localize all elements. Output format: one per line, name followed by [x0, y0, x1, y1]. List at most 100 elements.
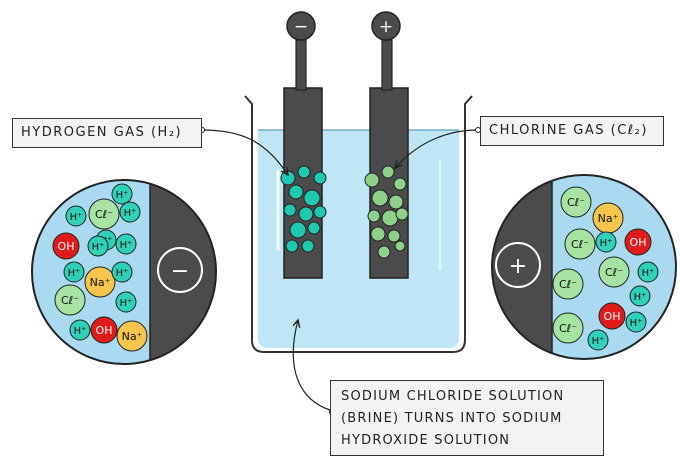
cl-ion-label: Cℓ⁻ — [559, 278, 577, 291]
h-ion — [625, 311, 647, 333]
hydrogen-bubble — [313, 171, 327, 185]
chlorine-bubble — [367, 209, 381, 223]
cl-ion — [564, 228, 596, 260]
h-ion — [119, 201, 141, 223]
chlorine-bubble — [388, 194, 404, 210]
zoom-plus-icon — [495, 242, 541, 288]
beaker-outline — [244, 95, 473, 353]
h-ion-label: H⁺ — [116, 268, 129, 279]
chlorine-bubbles — [364, 165, 409, 259]
hydrogen-pointer — [201, 129, 288, 175]
oh-ion-label: OH — [96, 324, 113, 337]
h-ion — [587, 329, 609, 351]
h-ion-label: H⁺ — [120, 298, 133, 309]
h-ion — [115, 233, 137, 255]
cl-ion — [560, 186, 592, 218]
zoom-plus-symbol: + — [509, 254, 527, 279]
cl-ion-label: Cℓ⁻ — [605, 266, 623, 279]
cl-ion — [88, 198, 120, 230]
cl-ion-label: Cℓ⁻ — [567, 196, 585, 209]
na-ion — [84, 266, 116, 298]
hydrogen-bubble — [297, 165, 311, 179]
na-ion-label: Na⁺ — [598, 212, 619, 225]
h-ion — [87, 235, 109, 257]
oh-ion — [52, 232, 80, 260]
h-ion-label: H⁺ — [120, 240, 133, 251]
chlorine-bubble — [377, 245, 391, 259]
h-ion — [69, 319, 91, 341]
oh-ion — [624, 228, 652, 256]
hydrogen-bubble — [280, 170, 296, 186]
chlorine-bubble — [395, 207, 409, 221]
h-ion — [63, 261, 85, 283]
cathode-terminal — [295, 39, 307, 91]
h-ion — [115, 291, 137, 313]
cathode-cap — [286, 11, 316, 41]
na-ion-label: Na⁺ — [90, 276, 111, 289]
hydrogen-bubble — [289, 221, 307, 239]
na-ion — [116, 320, 148, 352]
cl-ion — [598, 256, 630, 288]
h-ion — [111, 261, 133, 283]
cathode-symbol: − — [294, 17, 308, 37]
hydrogen-label-text: HYDROGEN GAS (H₂) — [21, 125, 183, 140]
hydrogen-bubble — [288, 184, 304, 200]
chlorine-bubble — [381, 209, 399, 227]
chlorine-bubble — [370, 226, 386, 242]
h-ion-label: H⁺ — [70, 212, 83, 223]
h-ion-label: H⁺ — [124, 208, 137, 219]
h-ion-label: H⁺ — [68, 268, 81, 279]
hydrogen-bubble — [303, 189, 321, 207]
chlorine-bubble — [371, 189, 389, 207]
cathode: − — [283, 11, 323, 279]
solution-label-line-1: SODIUM CHLORIDE SOLUTION — [341, 389, 565, 404]
cl-ion-label: Cℓ⁻ — [571, 238, 589, 251]
h-ion — [595, 231, 617, 253]
oh-ion-label: OH — [604, 310, 621, 323]
h-ion-label: H⁺ — [116, 190, 129, 201]
oh-ion — [90, 316, 118, 344]
zoom-minus-symbol: − — [171, 259, 189, 284]
hydrogen-bubble — [283, 203, 297, 217]
solution-label-line-3: HYDROXIDE SOLUTION — [341, 433, 511, 448]
oh-ion-label: OH — [630, 236, 647, 249]
solution-label-line-2: (BRINE) TURNS INTO SODIUM — [341, 411, 563, 426]
anode-cap — [371, 11, 401, 41]
h-ion-label: H⁺ — [634, 292, 647, 303]
anode-symbol: + — [379, 17, 393, 37]
chlorine-bubble — [394, 240, 406, 252]
hydrogen-bubble — [313, 205, 327, 219]
h-ion-label: H⁺ — [92, 242, 105, 253]
h-ion-label: H⁺ — [74, 326, 87, 337]
cl-ion-label: Cℓ⁻ — [95, 208, 113, 221]
zoom-minus-icon — [157, 247, 203, 293]
chlorine-label: CHLORINE GAS (Cℓ₂) — [480, 116, 664, 146]
na-ion-label: Na⁺ — [122, 330, 143, 343]
h-ion — [629, 285, 651, 307]
oh-ion — [598, 302, 626, 330]
chlorine-pointer — [395, 129, 479, 168]
cl-ion — [552, 268, 584, 300]
h-ion-label: H⁺ — [600, 238, 613, 249]
h-ion — [637, 261, 659, 283]
chlorine-bubble — [393, 177, 407, 191]
chlorine-bubble — [364, 172, 380, 188]
oh-ion-label: OH — [58, 240, 75, 253]
h-ion — [65, 205, 87, 227]
solution-label: SODIUM CHLORIDE SOLUTION (BRINE) TURNS I… — [330, 380, 604, 456]
h-ion-label: H⁺ — [630, 318, 643, 329]
hydrogen-label: HYDROGEN GAS (H₂) — [12, 118, 202, 148]
hydrogen-bubble — [301, 239, 315, 253]
hydrogen-bubble — [285, 239, 299, 253]
chlorine-bubble — [381, 165, 395, 179]
hydrogen-bubble — [298, 206, 314, 222]
anode-terminal — [381, 39, 393, 91]
hydrogen-bubbles — [280, 165, 327, 253]
solution-pointer — [293, 320, 331, 411]
h-ion — [111, 183, 133, 205]
